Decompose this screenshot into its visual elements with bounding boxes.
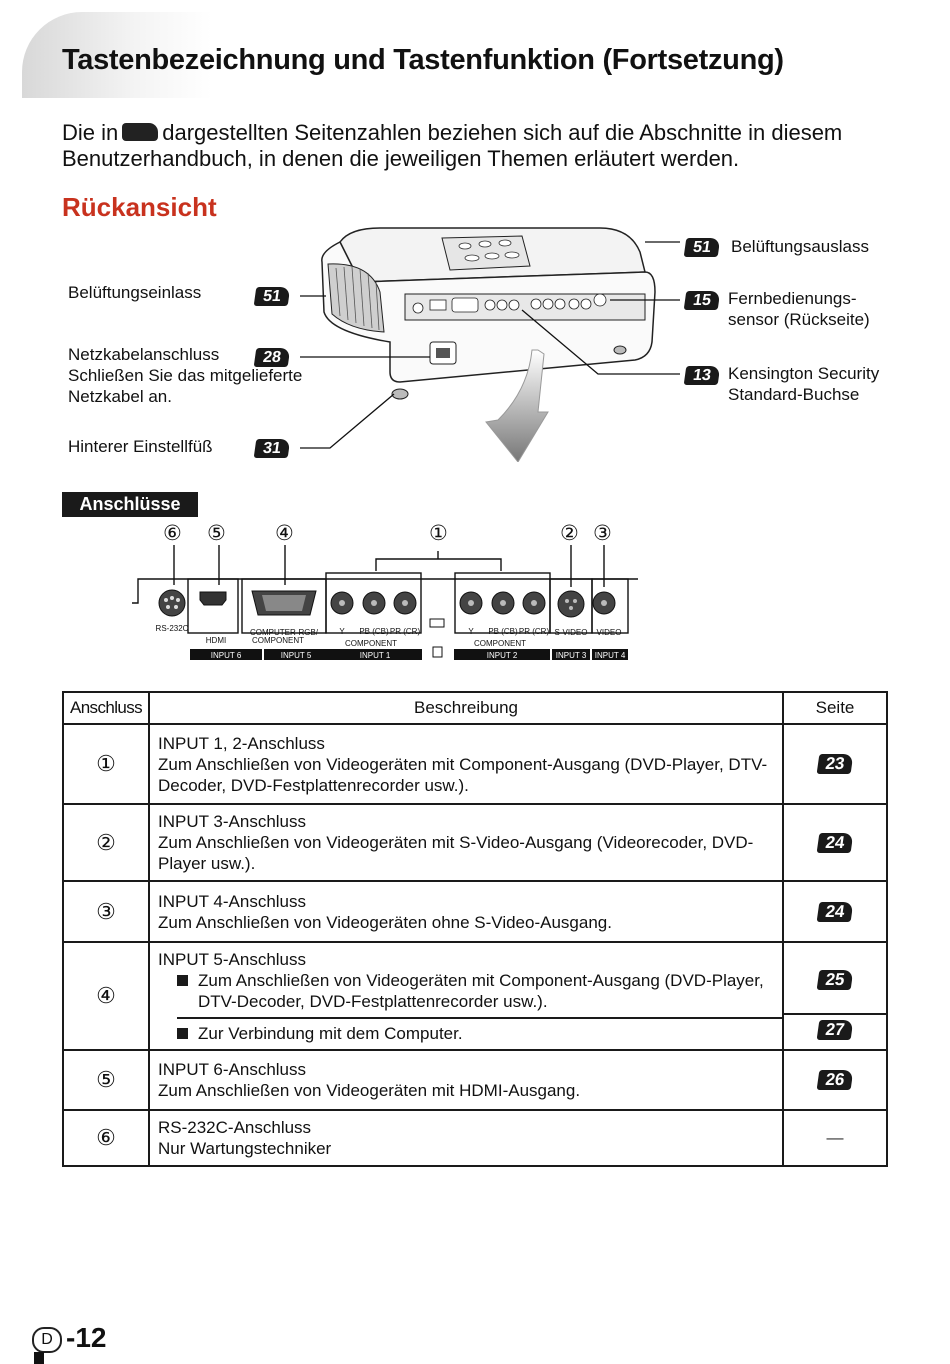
row-page-badge: 25 [816, 969, 854, 990]
callout-3: ③ [593, 522, 612, 545]
label-power-socket: Netzkabelanschluss [68, 345, 220, 364]
page-badge-power-socket: 28 [253, 348, 291, 367]
row-title: INPUT 1, 2-Anschluss [158, 733, 325, 753]
note-power-socket: Schließen Sie das mitgelieferte Netzkabe… [68, 366, 303, 406]
row-text: Zum Anschließen von Videogeräten mit Com… [158, 754, 768, 795]
section-heading-rear-view: Rückansicht [62, 192, 217, 222]
panel-label-svideo: S-VIDEO [555, 628, 588, 637]
callout-6: ⑥ [163, 522, 182, 545]
panel-label-component1: COMPONENT [345, 639, 397, 648]
row-number: ① [62, 723, 150, 805]
callout-5: ⑤ [207, 522, 226, 545]
intro-after: dargestellten Seitenzahlen beziehen sich… [62, 120, 843, 171]
row-number: ② [62, 803, 150, 882]
label-kensington-line2: Standard-Buchse [728, 385, 860, 404]
row-page-badge: 26 [816, 1070, 854, 1090]
label-vent-intake: Belüftungseinlass [68, 283, 202, 302]
panel-label-y2: Y [468, 627, 474, 636]
row-number: ⑥ [62, 1109, 150, 1167]
row-text: Zum Anschließen von Videogeräten mit S-V… [158, 833, 754, 873]
footer-mark [34, 1352, 44, 1364]
row-text: Nur Wartungstechniker [158, 1139, 332, 1158]
header-tab-decoration [22, 12, 212, 98]
page-badge-vent-exhaust: 51 [683, 238, 721, 257]
row-page-badge: 24 [816, 901, 854, 922]
panel-label-rs232: RS-232C [156, 624, 189, 633]
bullet-square-icon [177, 1027, 188, 1039]
panel-input6: INPUT 6 [211, 651, 242, 660]
header-description: Beschreibung [148, 691, 784, 725]
label-rear-foot: Hinterer Einstellfüß [68, 437, 213, 456]
row-page-badge: 24 [816, 832, 854, 853]
row-title: INPUT 3-Anschluss [158, 812, 307, 831]
panel-label-pr1: PR (CR) [390, 627, 421, 636]
row-text: Zum Anschließen von Videogeräten ohne S-… [158, 912, 612, 932]
row-number: ③ [62, 880, 150, 943]
row-text: Zum Anschließen von Videogeräten mit HDM… [158, 1081, 581, 1100]
row-title: INPUT 5-Anschluss [158, 949, 307, 969]
panel-label-rgb-line2: COMPONENT [252, 636, 304, 645]
label-remote-sensor-line1: Fernbedienungs- [728, 289, 857, 308]
row-page-dash: — [782, 1109, 888, 1167]
table-row: ④ INPUT 5-Anschluss Zum Anschließen von … [62, 941, 888, 1051]
row-page-badge: 27 [816, 1020, 854, 1040]
panel-label-pb2: PB (CB) [488, 627, 518, 636]
callout-1: ① [429, 522, 448, 545]
panel-label-hdmi: HDMI [206, 636, 226, 645]
panel-input1: INPUT 1 [360, 651, 391, 660]
label-vent-exhaust: Belüftungsauslass [731, 237, 869, 256]
bullet-square-icon [177, 974, 188, 986]
page-reference-marker-icon [122, 123, 159, 141]
connections-table: Anschluss Beschreibung Seite ① INPUT 1, … [62, 691, 888, 1167]
callout-2: ② [560, 522, 579, 545]
row-bullet: Zur Verbindung mit dem Computer. [177, 1016, 782, 1048]
footer-page-number: -12 [66, 1322, 107, 1353]
page-badge-remote-sensor: 15 [683, 291, 721, 310]
panel-label-video: VIDEO [597, 628, 622, 637]
row-title: INPUT 4-Anschluss [158, 891, 307, 911]
panel-input5: INPUT 5 [281, 651, 312, 660]
panel-input3: INPUT 3 [556, 651, 587, 660]
projector-rear-illustration [300, 227, 680, 462]
label-remote-sensor-line2: sensor (Rückseite) [728, 310, 870, 329]
row-bullet: Zum Anschließen von Videogeräten mit Com… [158, 970, 782, 1012]
row-number: ④ [62, 941, 150, 1051]
connections-heading: Anschlüsse [62, 492, 198, 517]
page-badge-rear-foot: 31 [253, 439, 291, 458]
panel-label-rgb-line1: COMPUTER-RGB/ [250, 628, 319, 637]
row-title: INPUT 6-Anschluss [158, 1060, 307, 1079]
panel-input4: INPUT 4 [595, 651, 626, 660]
table-header-row: Anschluss Beschreibung Seite [62, 691, 888, 725]
panel-label-component2: COMPONENT [474, 639, 526, 648]
panel-label-y1: Y [339, 627, 345, 636]
row-number: ⑤ [62, 1049, 150, 1111]
panel-label-pb1: PB (CB) [359, 627, 389, 636]
intro-before: Die in [62, 120, 119, 145]
row-title: RS-232C-Anschluss [158, 1118, 312, 1137]
row-page-badge: 23 [816, 754, 854, 774]
page-badge-kensington: 13 [683, 366, 721, 385]
footer-language-badge: D [32, 1327, 62, 1353]
header-page: Seite [782, 691, 888, 725]
page-title: Tastenbezeichnung und Tastenfunktion (Fo… [62, 44, 784, 76]
panel-input2: INPUT 2 [487, 651, 518, 660]
connector-panel-diagram: RS-232C HDMI COMPUTER-RGB/ COMPONENT Y P… [132, 545, 638, 660]
label-kensington-line1: Kensington Security [728, 364, 880, 383]
callout-4: ④ [275, 522, 294, 545]
header-connection: Anschluss [62, 691, 150, 725]
panel-label-pr2: PR (CR) [519, 627, 550, 636]
page-badge-vent-intake: 51 [253, 287, 291, 306]
